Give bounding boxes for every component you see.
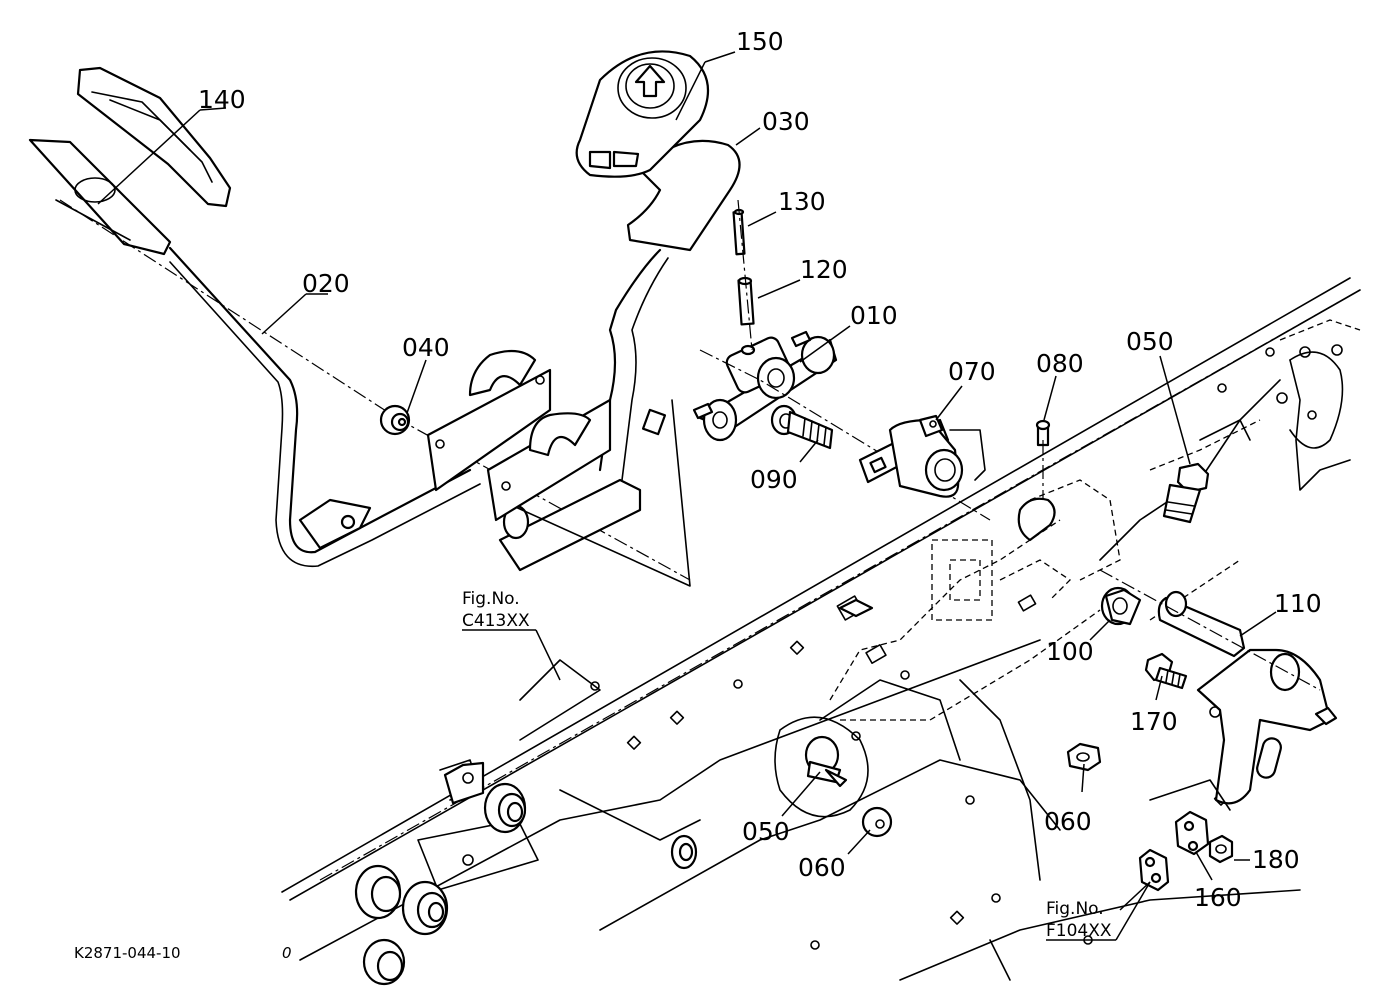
figref-f104-line2: F104XX [1046, 921, 1112, 941]
label-100: 100 [1046, 637, 1094, 666]
part-010-lever-hub [692, 330, 991, 521]
label-160: 160 [1194, 883, 1242, 912]
part-080-grease-nipple [1017, 419, 1056, 542]
label-010: 010 [850, 301, 898, 330]
frame-bushings [354, 598, 874, 986]
part-060-washer-lower [861, 806, 893, 838]
mounting-plates [426, 349, 612, 522]
label-180: 180 [1252, 845, 1300, 874]
part-150-lever-knob-cap [575, 50, 710, 178]
label-150: 150 [736, 27, 784, 56]
part-050-flange-bolt-upper [1162, 462, 1210, 524]
label-030: 030 [762, 107, 810, 136]
label-070: 070 [948, 357, 996, 386]
label-060-lower: 060 [798, 853, 846, 882]
part-130-spring-pin [732, 208, 746, 256]
label-050-upper: 050 [1126, 327, 1174, 356]
figref-c413-line2: C413XX [462, 611, 530, 631]
label-060-right: 060 [1044, 807, 1092, 836]
label-090: 090 [750, 465, 798, 494]
part-180-nut [1208, 834, 1234, 864]
part-060-nut-right [1066, 742, 1102, 772]
stray-mark: 0 [282, 944, 292, 962]
part-030-hand-lever [498, 139, 741, 587]
label-080: 080 [1036, 349, 1084, 378]
callout-labels: 150 030 140 020 040 130 120 010 070 080 … [74, 27, 1322, 962]
label-110: 110 [1274, 589, 1322, 618]
part-170-bolt [1144, 652, 1188, 690]
label-020: 020 [302, 269, 350, 298]
label-050-lower: 050 [742, 817, 790, 846]
part-050-flange-bolt-lower [804, 735, 848, 788]
label-040: 040 [402, 333, 450, 362]
part-040-bushing [379, 404, 411, 436]
part-110-shaft-arm [1099, 569, 1338, 811]
drawing-code: K2871-044-10 [74, 944, 181, 962]
part-100-collar [1100, 586, 1142, 626]
part-160-link-plate [1138, 810, 1210, 892]
figref-c413-line1: Fig.No. [462, 589, 520, 609]
pin-centerline [737, 199, 753, 351]
label-120: 120 [800, 255, 848, 284]
part-090-bolt [770, 404, 834, 450]
label-130: 130 [778, 187, 826, 216]
label-170: 170 [1130, 707, 1178, 736]
leader-lines [97, 51, 1277, 941]
part-070-bracket [858, 414, 986, 498]
figref-f104-line1: Fig.No. [1046, 899, 1104, 919]
part-140-pedal-pad [28, 66, 232, 256]
label-140: 140 [198, 85, 246, 114]
